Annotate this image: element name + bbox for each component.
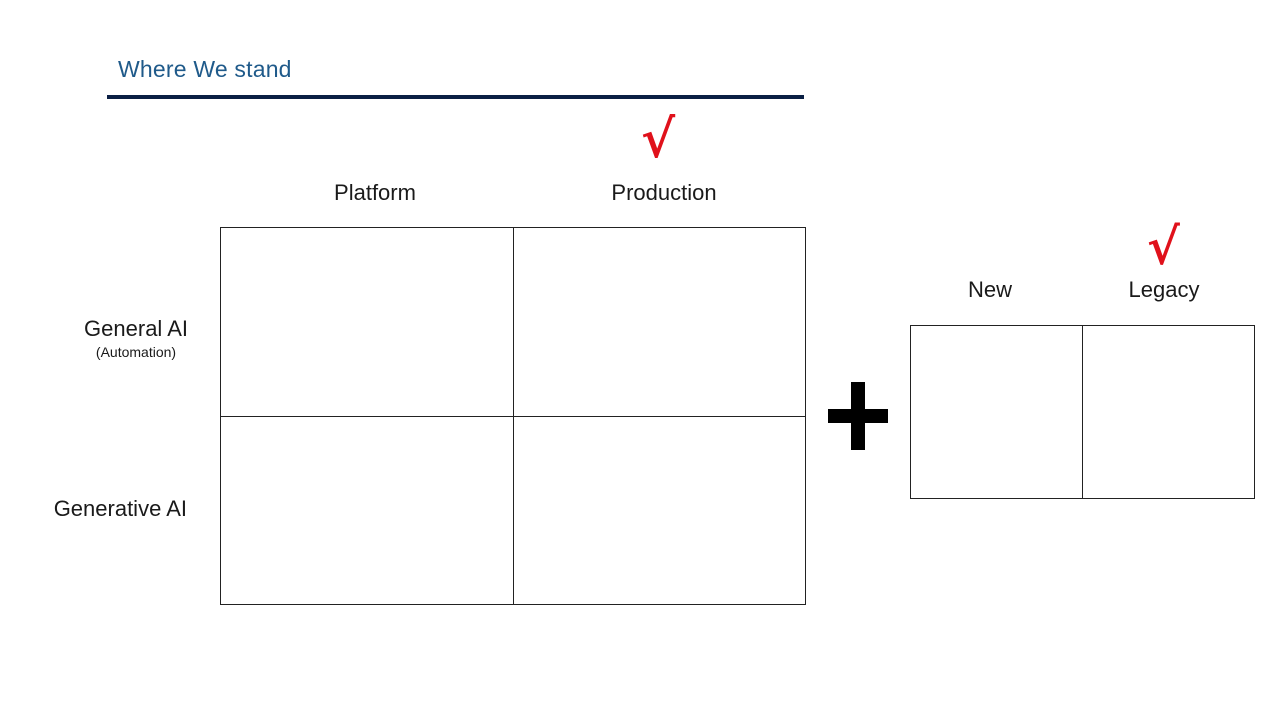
slide-title: Where We stand [118,56,292,82]
cell-general-ai-platform [221,228,514,417]
column-header-platform: Platform [334,180,416,205]
side-matrix [910,325,1255,499]
column-header-legacy: Legacy [1128,277,1200,302]
cell-legacy [1083,326,1255,499]
row-header-general-ai: General AI [84,316,188,341]
cell-general-ai-production [513,228,806,417]
main-matrix [220,227,806,605]
row-header-generative-ai: Generative AI [53,496,187,521]
row-subheader-automation: (Automation) [95,344,177,360]
column-header-production: Production [611,180,717,205]
checkmark-icon-legacy: √ [1147,217,1180,276]
cell-generative-ai-production [513,416,806,605]
cell-new [911,326,1083,499]
title-underline [107,95,804,99]
plus-icon [828,382,888,450]
checkmark-icon-production: √ [641,109,676,170]
column-header-new: New [967,277,1012,302]
cell-generative-ai-platform [221,416,514,605]
